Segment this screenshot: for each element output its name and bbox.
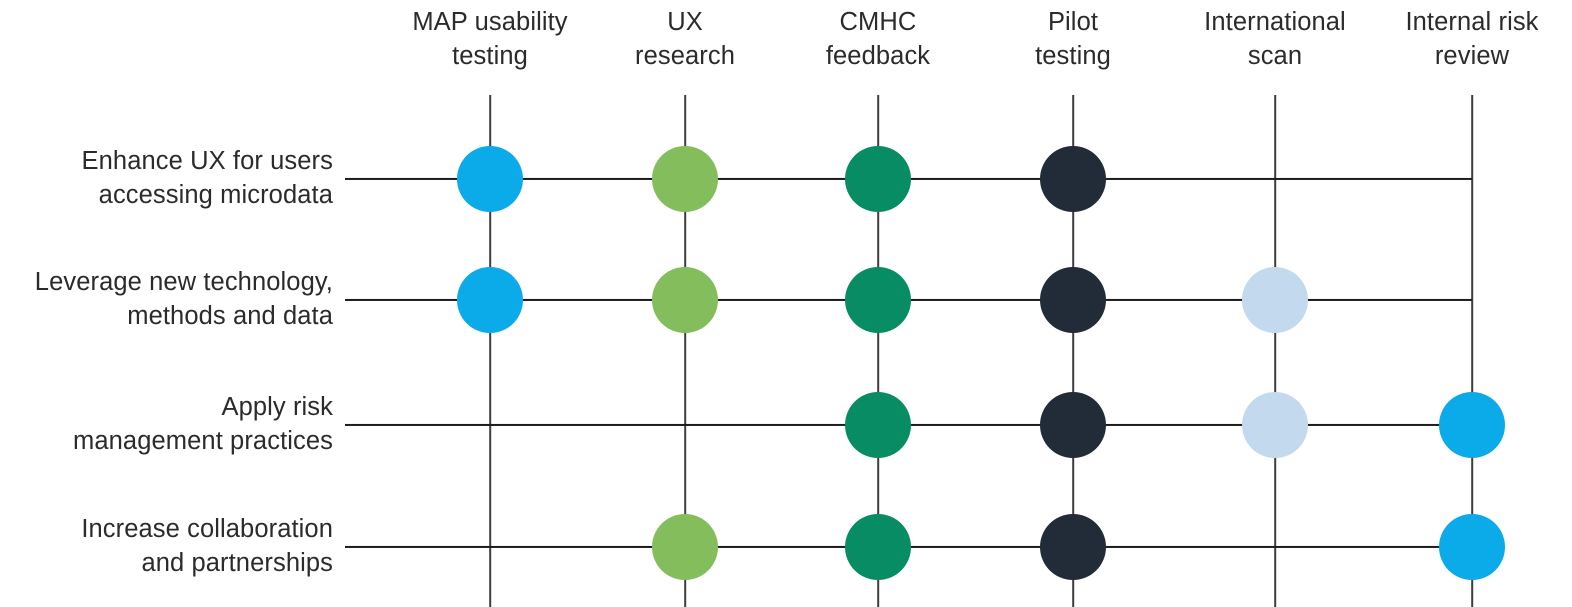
- matrix-dot-r2-c2[interactable]: [845, 392, 911, 458]
- column-header-map-usability-testing: MAP usability testing: [412, 8, 568, 70]
- column-gridline-4: [1274, 95, 1276, 607]
- matrix-dot-r3-c1[interactable]: [652, 514, 718, 580]
- matrix-dot-r0-c3[interactable]: [1040, 146, 1106, 212]
- column-gridline-3: [1072, 95, 1074, 607]
- matrix-dot-r2-c4[interactable]: [1242, 392, 1308, 458]
- column-gridline-2: [877, 95, 879, 607]
- column-header-internal-risk-review: Internal risk review: [1405, 8, 1539, 70]
- column-gridline-1: [684, 95, 686, 607]
- matrix-dot-r0-c1[interactable]: [652, 146, 718, 212]
- matrix-dot-r1-c1[interactable]: [652, 267, 718, 333]
- matrix-dot-r1-c2[interactable]: [845, 267, 911, 333]
- matrix-dot-r1-c3[interactable]: [1040, 267, 1106, 333]
- matrix-dot-r3-c5[interactable]: [1439, 514, 1505, 580]
- matrix-dot-r3-c3[interactable]: [1040, 514, 1106, 580]
- matrix-dot-r0-c0[interactable]: [457, 146, 523, 212]
- matrix-dot-r3-c2[interactable]: [845, 514, 911, 580]
- matrix-dot-r0-c2[interactable]: [845, 146, 911, 212]
- row-label-enhance-ux: Enhance UX for users accessing microdata: [81, 147, 333, 209]
- row-label-leverage-new-technology: Leverage new technology, methods and dat…: [34, 268, 333, 330]
- column-header-pilot-testing: Pilot testing: [1035, 8, 1111, 70]
- column-gridline-5: [1471, 95, 1473, 607]
- matrix-dot-r2-c5[interactable]: [1439, 392, 1505, 458]
- matrix-dot-r2-c3[interactable]: [1040, 392, 1106, 458]
- row-label-apply-risk-management: Apply risk management practices: [73, 393, 333, 455]
- column-header-ux-research: UX research: [634, 8, 735, 70]
- column-gridline-0: [489, 95, 491, 607]
- column-header-cmhc-feedback: CMHC feedback: [825, 8, 931, 70]
- matrix-dot-r1-c0[interactable]: [457, 267, 523, 333]
- column-header-international-scan: International scan: [1204, 8, 1346, 70]
- matrix-dot-r1-c4[interactable]: [1242, 267, 1308, 333]
- row-label-increase-collaboration: Increase collaboration and partnerships: [81, 515, 333, 577]
